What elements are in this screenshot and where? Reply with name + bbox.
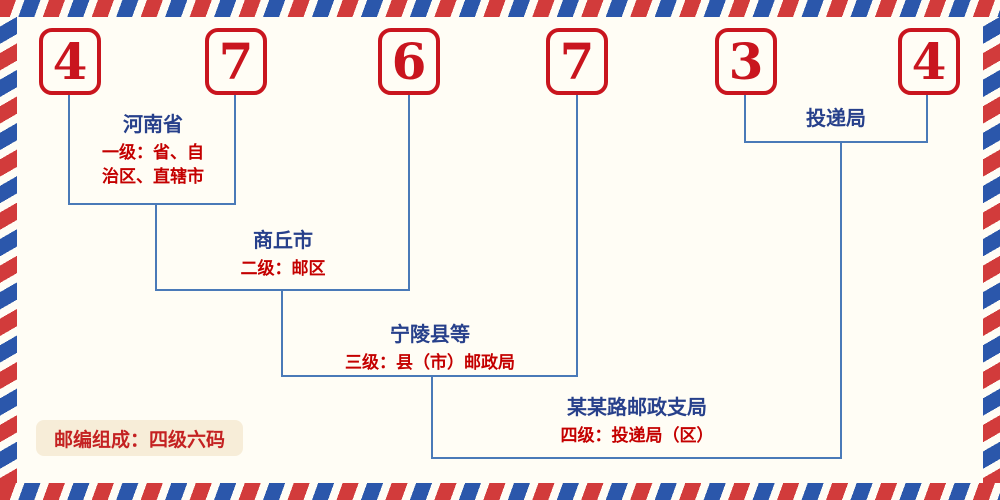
footer-badge: 邮编组成：四级六码 [36,420,244,456]
airmail-border-right [983,0,1000,500]
step-line-level2-to-3 [281,289,283,377]
level-1-desc-line1: 一级：省、自 [102,143,204,163]
level-3-name: 宁陵县等 [390,322,470,346]
level-2-label: 商丘市 二级：邮区 [183,228,383,281]
digit-box-1: 4 [39,28,101,95]
digit-box-5: 3 [715,28,777,95]
airmail-border-top [0,0,1000,17]
digit-box-3: 6 [378,28,440,95]
bracket-level1-bottom [68,203,236,205]
level-1-label: 河南省 一级：省、自 治区、直辖市 [58,112,248,189]
digit-3: 6 [391,31,427,91]
level-2-desc: 二级：邮区 [240,259,326,279]
bracket-delivery-bottom [744,141,928,143]
bracket-level4-bottom [431,457,842,459]
step-line-level3-to-4 [431,375,433,459]
digit-5: 3 [728,31,764,91]
connector-line-digit2 [234,95,236,205]
level-4-name: 某某路邮政支局 [567,395,707,419]
level-4-desc: 四级：投递局（区） [560,426,714,446]
digit-6: 4 [911,31,947,91]
level-1-desc-line2: 治区、直辖市 [102,167,204,187]
connector-line-digit6 [926,95,928,143]
level-3-desc: 三级：县（市）邮政局 [345,353,515,373]
digit-box-6: 4 [898,28,960,95]
bracket-level3-bottom [281,375,578,377]
airmail-border-left [0,0,17,500]
level-2-name: 商丘市 [253,228,313,252]
delivery-office-label: 投递局 [766,106,906,130]
connector-line-digit4 [576,95,578,377]
level-3-label: 宁陵县等 三级：县（市）邮政局 [305,322,555,375]
digit-2: 7 [218,31,254,91]
airmail-border-bottom [0,483,1000,500]
step-line-level1-to-2 [155,203,157,291]
connector-line-digit5 [744,95,746,143]
digit-1: 4 [52,31,88,91]
delivery-office-name: 投递局 [806,106,866,130]
connector-line-digit3 [408,95,410,291]
step-line-delivery-to-level4 [840,141,842,459]
digit-4: 7 [559,31,595,91]
connector-line-digit1 [68,95,70,205]
level-4-label: 某某路邮政支局 四级：投递局（区） [507,395,767,448]
digit-box-4: 7 [546,28,608,95]
digit-box-2: 7 [205,28,267,95]
level-1-name: 河南省 [123,112,183,136]
